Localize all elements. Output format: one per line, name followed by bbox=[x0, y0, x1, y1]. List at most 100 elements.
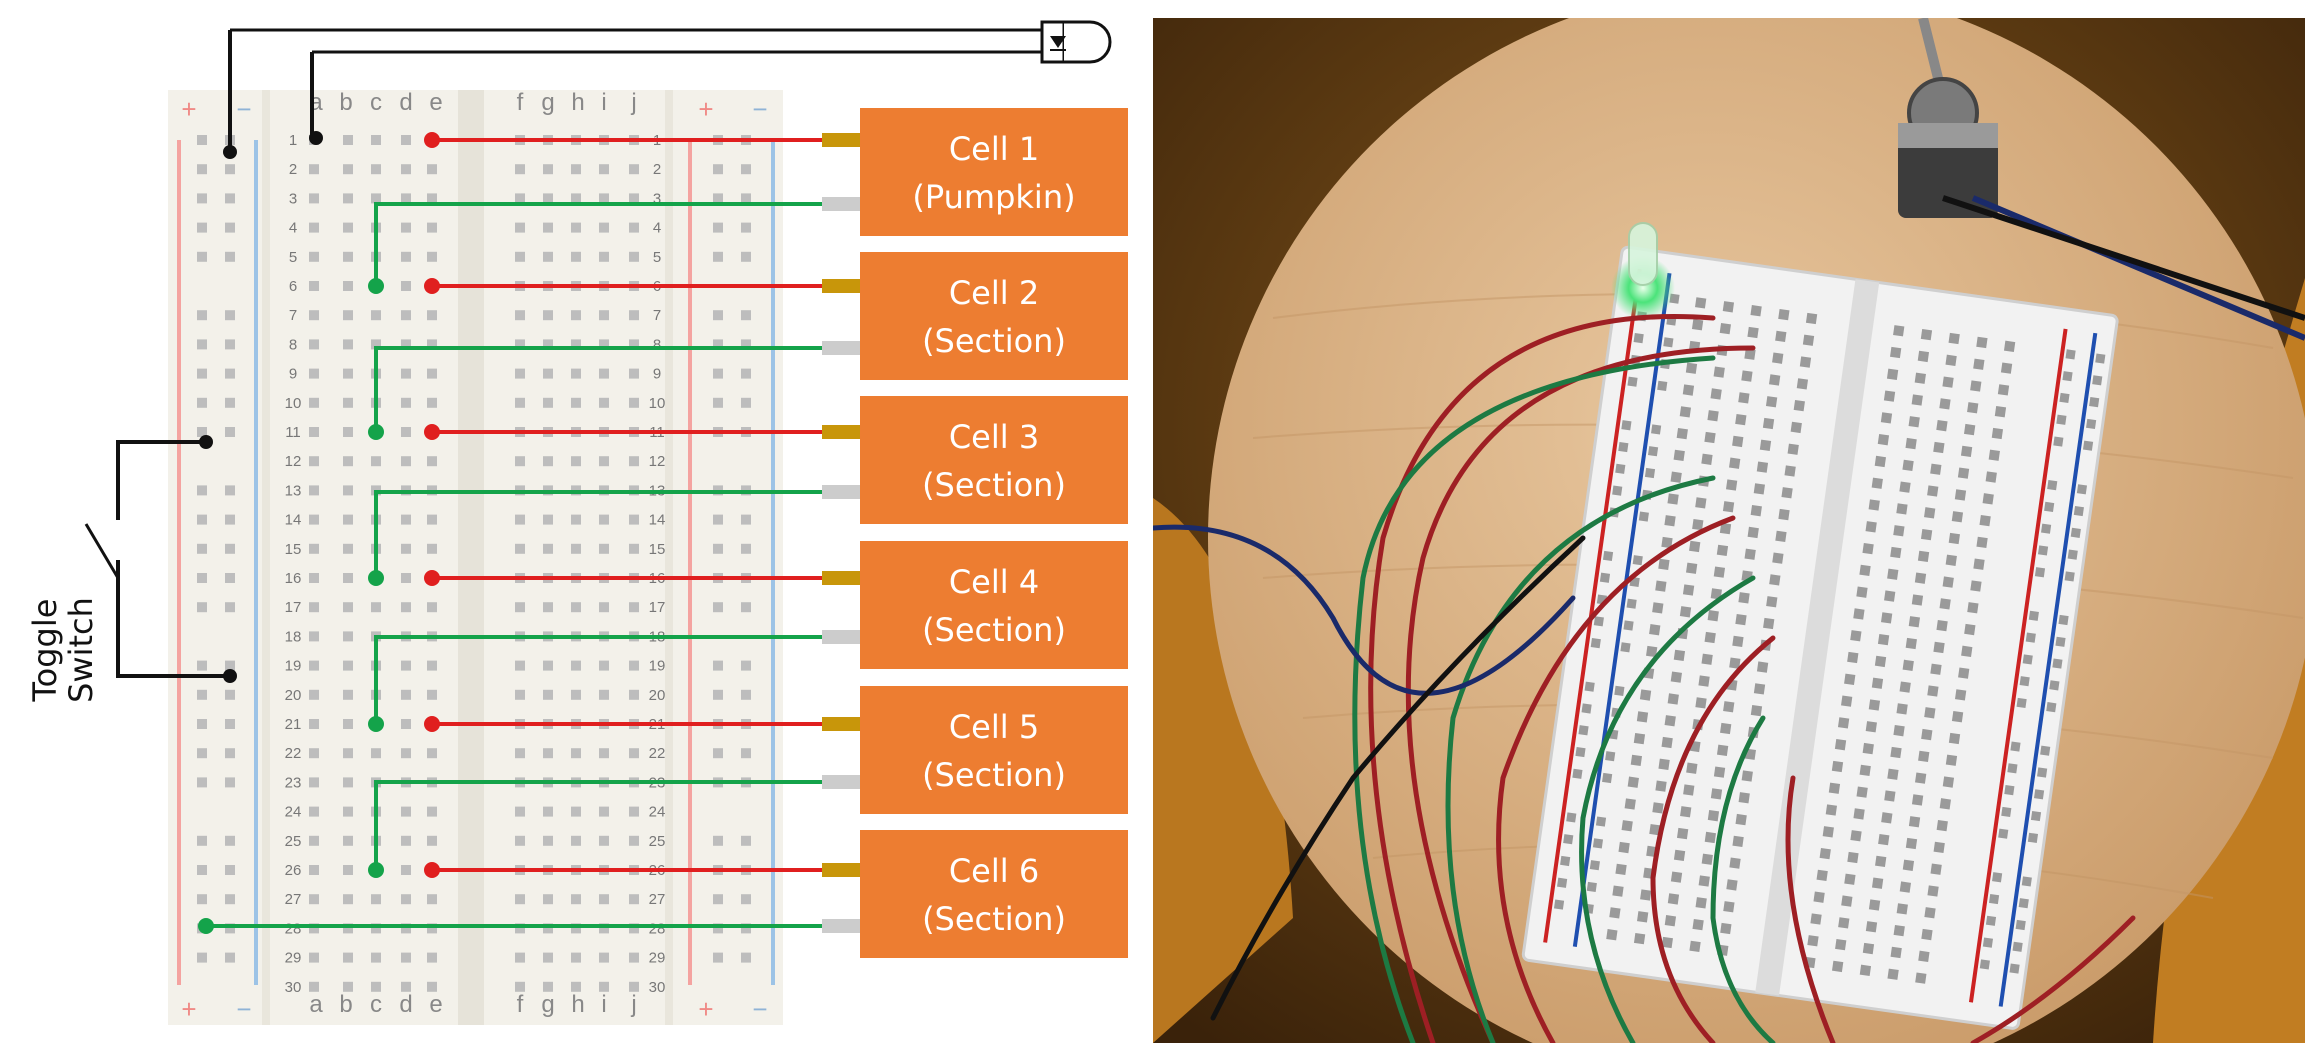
breadboard-hole bbox=[543, 368, 553, 379]
photo-hole bbox=[1707, 610, 1719, 622]
photo-rail-hole bbox=[2004, 785, 2015, 796]
breadboard-hole bbox=[515, 835, 525, 846]
control-dot-3 bbox=[199, 435, 213, 449]
rail-hole bbox=[197, 397, 207, 408]
breadboard-hole bbox=[629, 952, 639, 963]
row-label: 5 bbox=[653, 249, 661, 266]
photo-hole bbox=[1805, 312, 1818, 325]
photo-hole bbox=[1670, 671, 1682, 683]
photo-hole bbox=[1988, 449, 2000, 461]
photo-rail-hole bbox=[2019, 676, 2030, 687]
rail-hole bbox=[197, 952, 207, 963]
breadboard-hole bbox=[401, 748, 411, 759]
negative-wire bbox=[374, 202, 822, 286]
photo-rail-hole bbox=[1623, 620, 1634, 631]
breadboard-hole bbox=[599, 602, 609, 613]
photo-hole bbox=[1875, 855, 1887, 868]
photo-hole bbox=[1877, 434, 1890, 446]
breadboard-hole bbox=[543, 339, 553, 350]
row-label: 18 bbox=[285, 628, 302, 645]
photo-rail-hole bbox=[1638, 511, 1649, 522]
photo-hole bbox=[1750, 505, 1762, 517]
rail-hole bbox=[741, 894, 751, 905]
photo-hole bbox=[1732, 835, 1744, 848]
photo-hole bbox=[1865, 721, 1877, 733]
control-dot-2 bbox=[309, 131, 323, 145]
breadboard-hole bbox=[543, 660, 553, 671]
photo-hole bbox=[1652, 802, 1664, 814]
photo-hole bbox=[1673, 649, 1686, 662]
breadboard-hole bbox=[543, 164, 553, 175]
breadboard-hole bbox=[427, 602, 437, 613]
photo-hole bbox=[1954, 489, 1967, 501]
photo-rail-hole bbox=[2025, 632, 2036, 643]
photo-hole bbox=[1769, 574, 1781, 586]
row-label: 4 bbox=[653, 220, 661, 237]
rail-hole bbox=[741, 660, 751, 671]
photo-hole bbox=[1618, 841, 1630, 854]
photo-rail-hole bbox=[1612, 485, 1623, 496]
photo-hole bbox=[1939, 598, 1951, 610]
photo-hole bbox=[1905, 437, 1917, 450]
breadboard-hole bbox=[309, 981, 319, 992]
photo-hole bbox=[1683, 784, 1695, 796]
breadboard-hole bbox=[371, 310, 381, 321]
photo-hole bbox=[1689, 940, 1701, 953]
breadboard-hole bbox=[571, 397, 581, 408]
photo-hole bbox=[1967, 602, 1979, 614]
photo-hole bbox=[1893, 925, 1905, 937]
breadboard-hole bbox=[515, 748, 525, 759]
photo-hole bbox=[1880, 412, 1893, 424]
rail-hole bbox=[197, 427, 207, 437]
breadboard-hole bbox=[571, 689, 581, 700]
breadboard-hole bbox=[371, 135, 381, 145]
breadboard-hole bbox=[401, 894, 411, 905]
rail-hole bbox=[713, 339, 723, 350]
breadboard-hole bbox=[571, 660, 581, 671]
column-label: g bbox=[541, 89, 554, 116]
negative-wire-dot bbox=[368, 424, 384, 440]
photo-hole bbox=[1762, 417, 1775, 430]
positive-lead bbox=[822, 133, 862, 147]
column-label: g bbox=[541, 991, 554, 1018]
photo-hole bbox=[1951, 711, 1964, 723]
breadboard-hole bbox=[599, 660, 609, 671]
photo-hole bbox=[1933, 641, 1945, 654]
photo-hole bbox=[1704, 631, 1716, 644]
rail-hole bbox=[225, 193, 235, 204]
photo-hole bbox=[1954, 689, 1967, 701]
negative-wire-dot bbox=[368, 716, 384, 732]
breadboard-hole bbox=[629, 368, 639, 379]
photo-hole bbox=[1874, 655, 1887, 668]
row-label: 3 bbox=[653, 190, 661, 207]
positive-lead bbox=[822, 571, 862, 585]
column-label: i bbox=[601, 991, 606, 1018]
rail-hole bbox=[197, 193, 207, 204]
breadboard-hole bbox=[343, 193, 353, 204]
rail-hole bbox=[225, 397, 235, 408]
breadboard-hole bbox=[629, 660, 639, 671]
photo-hole bbox=[1729, 457, 1741, 469]
photo-hole bbox=[1790, 421, 1802, 434]
photo-rail-hole bbox=[1605, 751, 1616, 762]
photo-hole bbox=[1918, 950, 1930, 962]
breadboard-hole bbox=[309, 631, 319, 642]
breadboard-hole bbox=[343, 339, 353, 350]
breadboard-hole bbox=[343, 543, 353, 554]
photo-hole bbox=[1661, 736, 1673, 749]
rail-hole bbox=[197, 251, 207, 262]
photo-hole bbox=[1713, 766, 1726, 778]
breadboard-hole bbox=[427, 251, 437, 262]
row-label: 2 bbox=[653, 161, 661, 178]
photo-hole bbox=[1738, 592, 1750, 604]
rail-hole bbox=[741, 952, 751, 963]
rail-hole bbox=[225, 427, 235, 437]
photo-hole bbox=[1970, 580, 1982, 592]
breadboard-hole bbox=[571, 456, 581, 467]
rail-hole bbox=[741, 748, 751, 759]
photo-hole bbox=[1924, 907, 1936, 919]
row-label: 10 bbox=[285, 395, 302, 412]
photo-hole bbox=[1747, 526, 1759, 539]
breadboard-hole bbox=[343, 397, 353, 408]
photo-hole bbox=[1939, 798, 1951, 810]
